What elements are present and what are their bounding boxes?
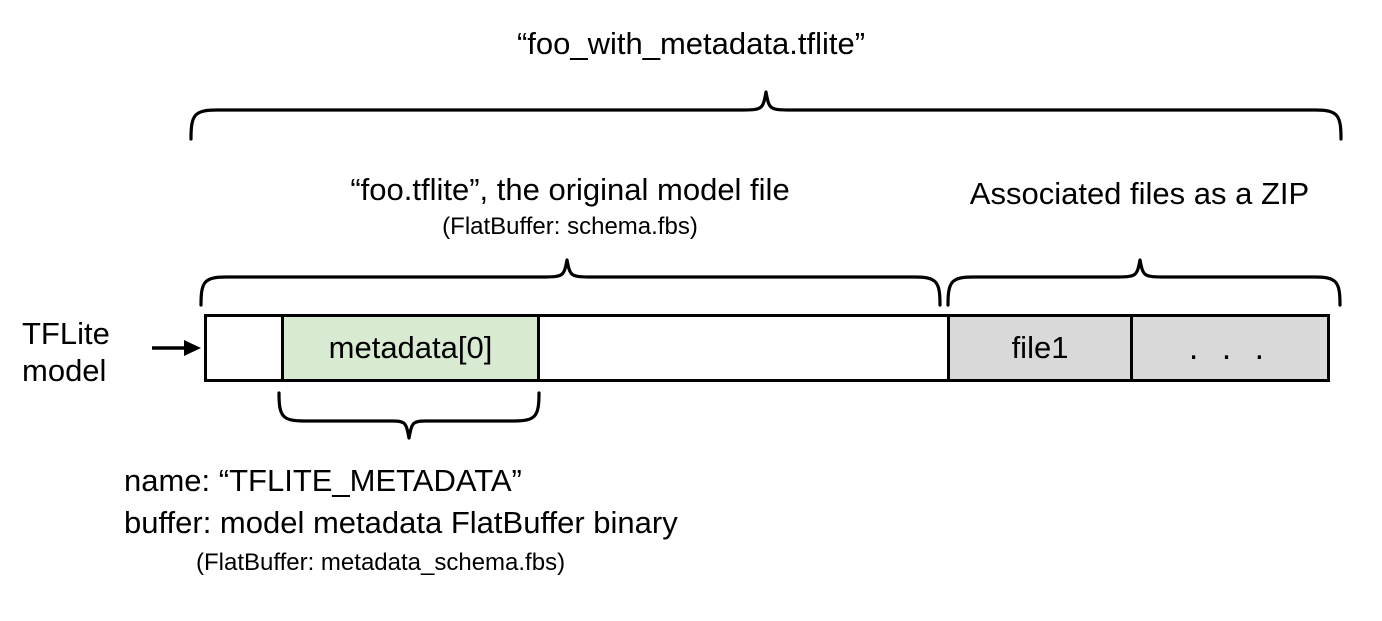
bar-segment-more-files: . . . <box>1133 317 1327 379</box>
tflite-model-bar: metadata[0] file1 . . . <box>204 314 1330 382</box>
right-arrow-icon <box>152 340 201 356</box>
brace-zip-files <box>946 258 1342 307</box>
page-title: “foo_with_metadata.tflite” <box>516 26 866 61</box>
brace-metadata-detail <box>277 391 541 440</box>
bar-segment-file1: file1 <box>947 317 1133 379</box>
bar-segment-model-body-empty <box>540 317 947 379</box>
model-file-label: “foo.tflite”, the original model file <box>350 172 790 207</box>
model-file-sublabel: (FlatBuffer: schema.fbs) <box>442 213 698 240</box>
bar-segment-leading-empty <box>207 317 281 379</box>
brace-full-file <box>189 90 1343 141</box>
metadata-buffer-sublabel: (FlatBuffer: metadata_schema.fbs) <box>196 549 566 576</box>
metadata-name-line: name: “TFLITE_METADATA” <box>124 463 522 498</box>
metadata-buffer-line: buffer: model metadata FlatBuffer binary <box>124 505 678 540</box>
zip-section-label: Associated files as a ZIP <box>969 176 1310 211</box>
tflite-model-label: TFLite model <box>22 316 110 388</box>
bar-segment-metadata-0: metadata[0] <box>281 317 540 379</box>
brace-model-file <box>199 258 942 307</box>
